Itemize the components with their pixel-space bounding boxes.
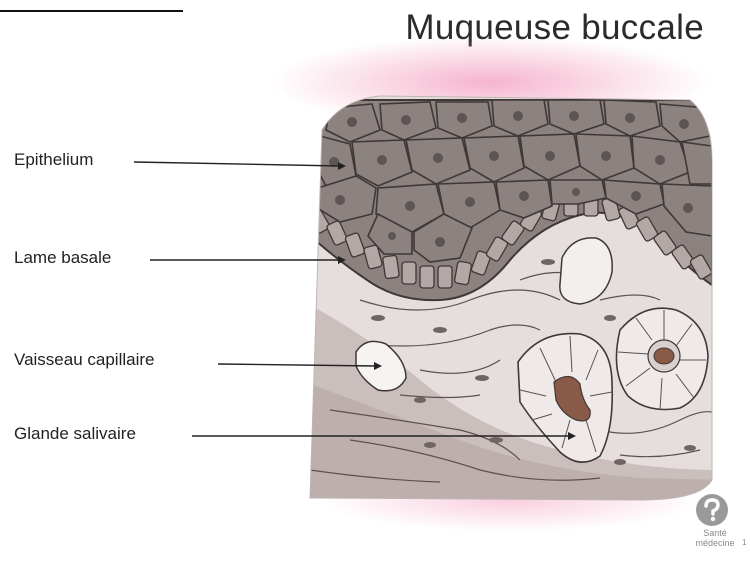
logo-number: 1 xyxy=(742,538,746,547)
salivary-gland-right xyxy=(616,308,708,410)
gland-lumen-right xyxy=(654,348,674,364)
logo-text: Santé médecine xyxy=(680,528,750,548)
sante-medecine-logo: Santé médecine 1 xyxy=(684,490,746,560)
question-mark-icon xyxy=(694,492,730,528)
leader-epithelium xyxy=(134,162,340,166)
